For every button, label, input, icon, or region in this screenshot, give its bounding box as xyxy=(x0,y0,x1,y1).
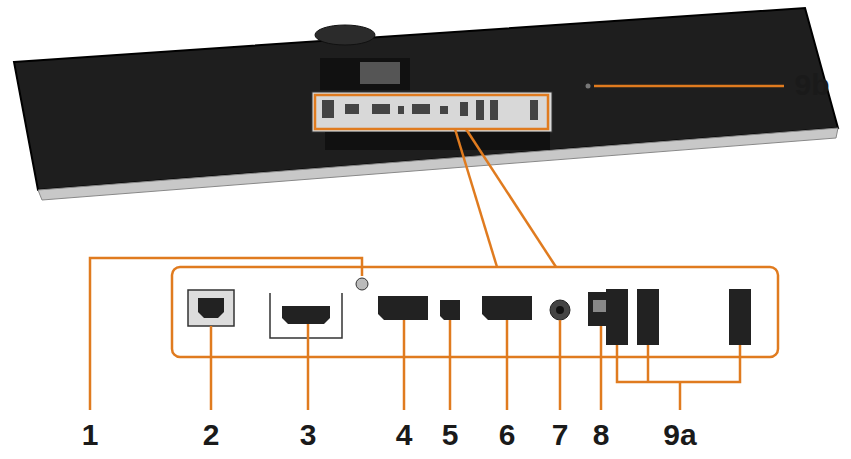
power-socket xyxy=(198,298,224,318)
stand-mount xyxy=(315,25,375,45)
leader-line xyxy=(594,85,784,88)
callout-number: 1 xyxy=(82,420,99,450)
audio-hole xyxy=(556,306,564,314)
mini-displayport xyxy=(440,300,460,320)
callout-number: 5 xyxy=(442,420,459,450)
callout-number: 9b xyxy=(794,70,829,100)
audio-jack xyxy=(550,300,570,320)
hdmi-surround xyxy=(270,293,342,338)
hdmi-port xyxy=(282,306,330,324)
port-recess-shadow xyxy=(325,132,550,150)
callout-number: 9a xyxy=(663,420,696,450)
callout-number: 4 xyxy=(396,420,413,450)
panel-frame xyxy=(172,267,778,357)
port-recess xyxy=(312,92,552,132)
callout-number: 2 xyxy=(203,420,220,450)
usb-port xyxy=(606,289,628,345)
callout-number: 8 xyxy=(593,420,610,450)
callout-number: 3 xyxy=(300,420,317,450)
zoom-frame xyxy=(315,95,548,129)
lock-slot xyxy=(586,84,591,89)
zoom-line xyxy=(455,129,497,267)
lock-slot xyxy=(356,278,368,290)
sticker xyxy=(360,62,400,84)
usb-port xyxy=(637,289,659,345)
usb-port xyxy=(729,289,751,345)
monitor-bezel xyxy=(38,128,838,200)
callout-number: 6 xyxy=(499,420,516,450)
power-port xyxy=(188,290,234,326)
vesa-area xyxy=(320,58,410,90)
callout-number: 7 xyxy=(552,420,569,450)
displayport xyxy=(378,296,428,320)
zoom-line xyxy=(466,129,556,267)
leader-lines xyxy=(90,258,740,410)
displayport-out xyxy=(482,296,532,320)
